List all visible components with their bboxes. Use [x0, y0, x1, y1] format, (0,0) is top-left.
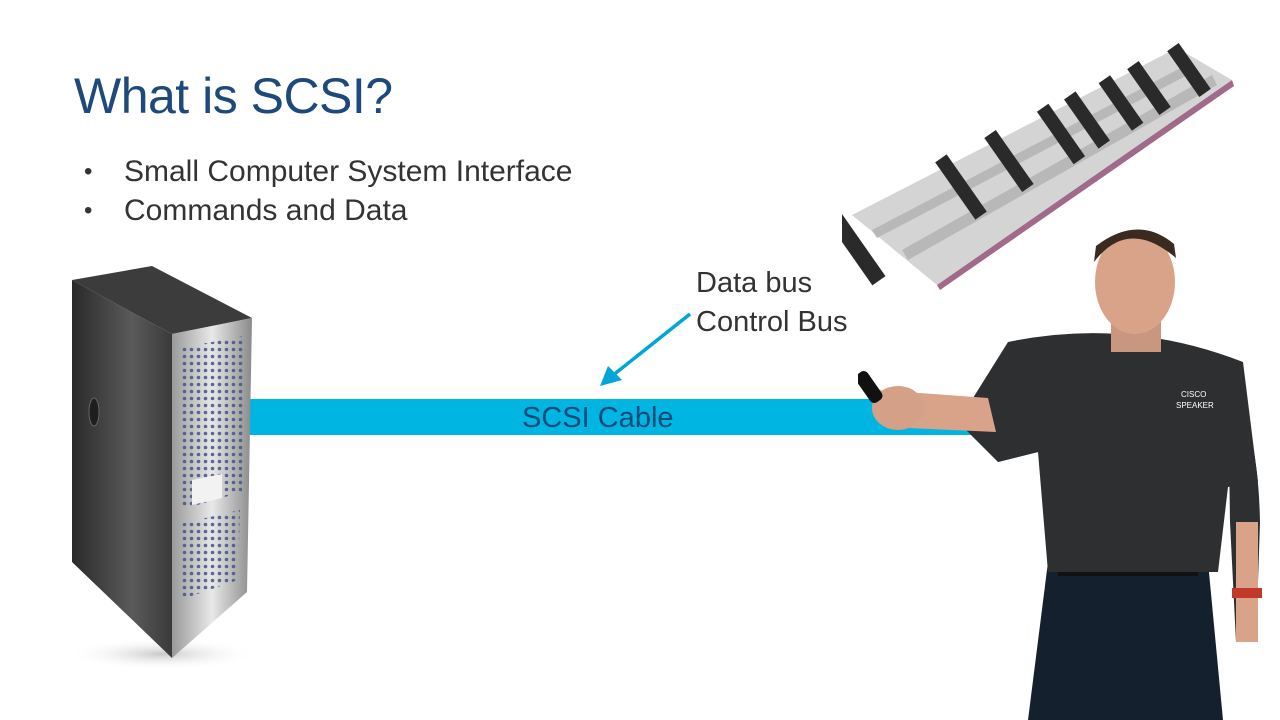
- bullet-dot-icon: •: [84, 158, 93, 185]
- presenter-image: CISCO SPEAKER: [858, 229, 1262, 720]
- logo-text-speaker: SPEAKER: [1176, 401, 1214, 410]
- ribbon-cable-image: [842, 43, 1234, 290]
- slide-title: What is SCSI?: [74, 68, 393, 124]
- pointer-arrow-icon: [600, 312, 692, 386]
- bullet-dot-icon: •: [84, 197, 93, 224]
- control-bus-label: Control Bus: [696, 306, 848, 338]
- logo-text-cisco: CISCO: [1181, 390, 1206, 399]
- scsi-cable-label: SCSI Cable: [522, 402, 674, 434]
- bullet-text: Small Computer System Interface: [124, 155, 573, 188]
- bullet-text: Commands and Data: [124, 194, 408, 227]
- bullet-list: • Small Computer System Interface • Comman…: [84, 152, 573, 230]
- bus-labels: Data bus Control Bus: [696, 264, 848, 342]
- scsi-cable-bar: [240, 399, 980, 435]
- bullet-item: • Commands and Data: [84, 191, 573, 230]
- cisco-speaker-logo: CISCO SPEAKER: [1176, 390, 1214, 410]
- bullet-item: • Small Computer System Interface: [84, 152, 573, 191]
- server-tower-icon: [67, 266, 257, 670]
- data-bus-label: Data bus: [696, 267, 813, 299]
